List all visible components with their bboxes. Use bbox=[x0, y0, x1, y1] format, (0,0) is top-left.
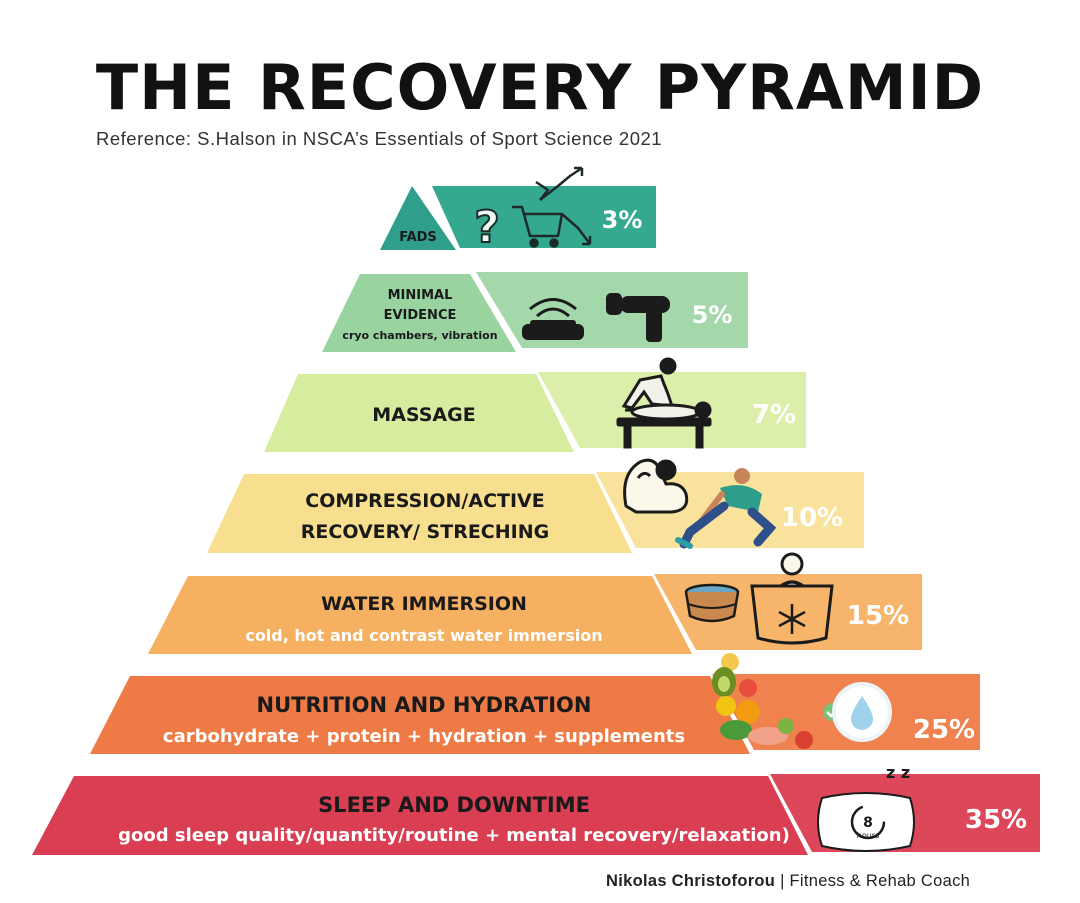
vibration-plate-icon bbox=[522, 298, 584, 340]
level-2-subtitle: cryo chambers, vibration bbox=[342, 329, 497, 342]
level-3-title: MASSAGE bbox=[372, 404, 475, 426]
massage-table-icon bbox=[616, 357, 712, 449]
shopping-cart-icon bbox=[512, 166, 592, 248]
food-bowl-icon bbox=[712, 653, 841, 749]
pyramid-level-1-label-band bbox=[380, 186, 456, 250]
level-6-title: NUTRITION AND HYDRATION bbox=[257, 693, 592, 717]
level-2-title-line-1: MINIMAL bbox=[388, 288, 453, 303]
level-6-subtitle: carbohydrate + protein + hydration + sup… bbox=[163, 726, 685, 747]
svg-text:?: ? bbox=[474, 202, 500, 253]
water-drop-icon bbox=[832, 682, 892, 742]
level-7-title: SLEEP AND DOWNTIME bbox=[318, 793, 590, 817]
wooden-tub-icon bbox=[684, 583, 740, 623]
flexed-arm-icon bbox=[623, 458, 689, 514]
level-2-percent: 5% bbox=[692, 301, 733, 329]
pyramid-level-4-label-band bbox=[207, 474, 632, 553]
footer-author: Nikolas Christoforou bbox=[606, 872, 776, 890]
level-7-percent: 35% bbox=[965, 805, 1027, 835]
pyramid-level-3-label-band bbox=[264, 374, 574, 452]
footer-role: Fitness & Rehab Coach bbox=[789, 872, 971, 890]
level-4-title-line-1: COMPRESSION/ACTIVE bbox=[305, 490, 544, 512]
ice-bath-icon bbox=[750, 552, 834, 645]
page-title: THE RECOVERY PYRAMID bbox=[95, 51, 985, 124]
pyramid-level-6-label-band bbox=[90, 676, 750, 754]
level-5-title: WATER IMMERSION bbox=[321, 593, 527, 615]
level-4-title-line-2: RECOVERY/ STRECHING bbox=[301, 521, 549, 543]
level-5-subtitle: cold, hot and contrast water immersion bbox=[245, 626, 602, 645]
reference-text: Reference: S.Halson in NSCA’s Essentials… bbox=[96, 128, 663, 149]
level-1-title: FADS bbox=[399, 230, 437, 245]
level-3-percent: 7% bbox=[752, 400, 796, 430]
footer-separator: | bbox=[775, 872, 790, 890]
pillow-hours-number: 8 bbox=[863, 815, 873, 831]
stretching-person-icon bbox=[675, 468, 777, 549]
pillow-hours-unit: hours bbox=[857, 831, 880, 840]
pyramid-level-7-label-band bbox=[32, 776, 808, 855]
level-1-percent: 3% bbox=[602, 206, 643, 234]
level-5-percent: 15% bbox=[847, 601, 909, 631]
sleep-zz: z z bbox=[886, 763, 910, 782]
footer-credit: Nikolas Christoforou | Fitness & Rehab C… bbox=[606, 872, 970, 891]
pillow-8-hours-icon: 8 hours z z bbox=[817, 763, 915, 852]
level-6-percent: 25% bbox=[913, 715, 975, 745]
level-7-subtitle: good sleep quality/quantity/routine + me… bbox=[118, 825, 790, 846]
level-4-percent: 10% bbox=[781, 503, 843, 533]
pyramid-level-1-percent-band bbox=[432, 186, 656, 248]
level-2-title-line-2: EVIDENCE bbox=[384, 308, 457, 323]
massage-gun-icon bbox=[606, 293, 670, 342]
pyramid-level-5-label-band bbox=[148, 576, 692, 654]
pyramid-level-2-label-band bbox=[322, 274, 516, 352]
question-mark-icon: ? bbox=[473, 201, 501, 254]
